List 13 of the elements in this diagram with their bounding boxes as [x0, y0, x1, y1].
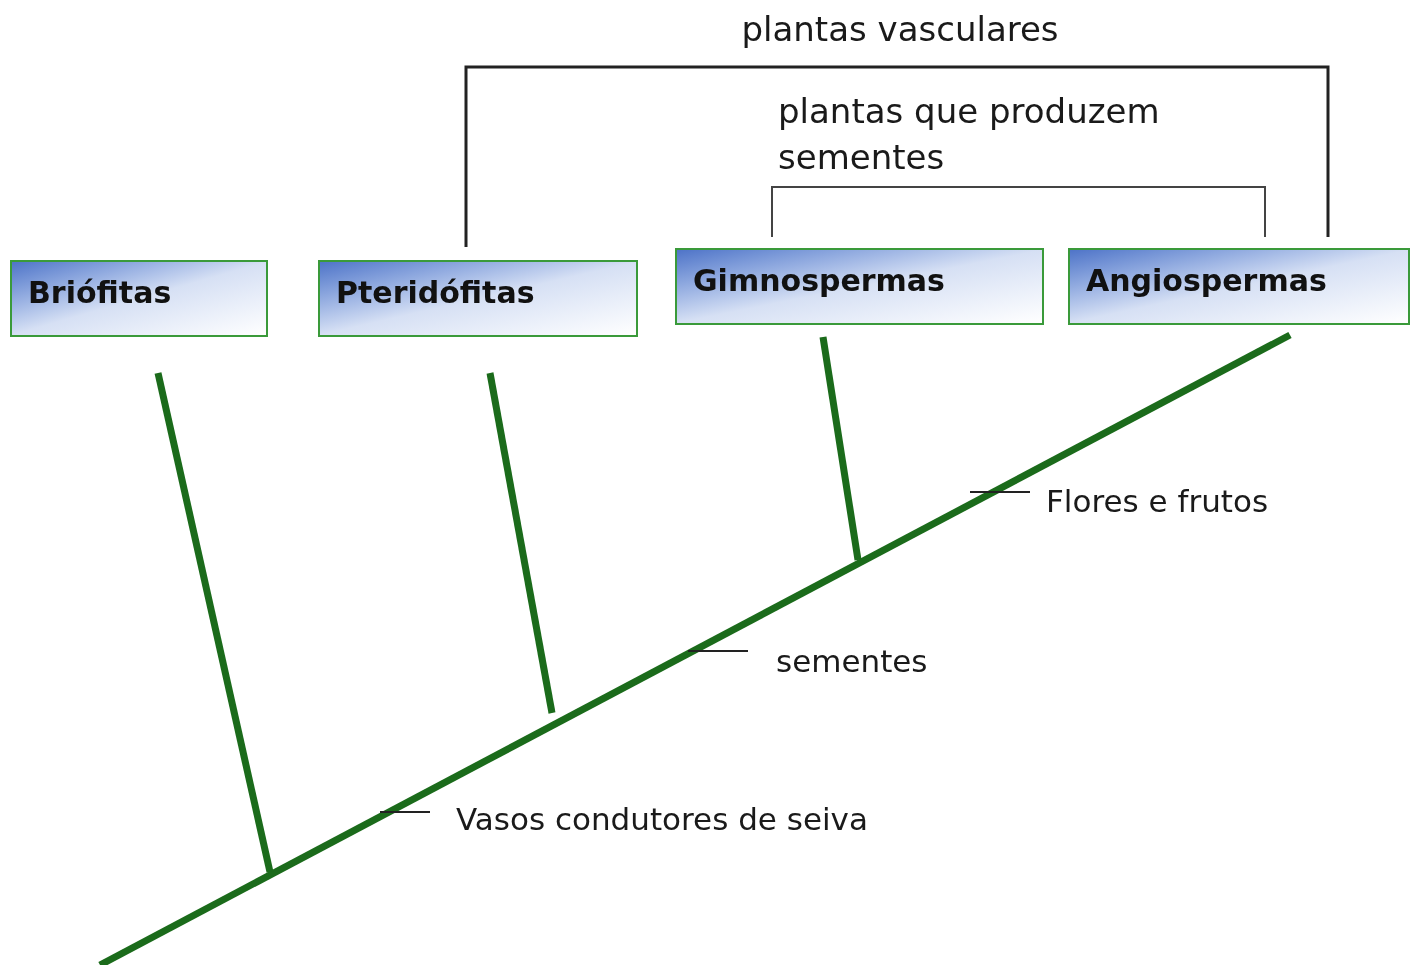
taxon-box	[1068, 248, 1410, 325]
trait-label: plantas que produzem sementes	[778, 90, 1161, 179]
taxon-box	[675, 248, 1044, 325]
trait-label: sementes	[776, 642, 929, 681]
taxon-box	[10, 260, 268, 337]
taxon-name: Briófitas	[28, 274, 173, 312]
trait-label: Flores e frutos	[1046, 482, 1270, 521]
taxon-box	[318, 260, 638, 337]
trait-label: plantas vasculares	[740, 8, 1060, 51]
taxon-name: Gimnospermas	[693, 262, 946, 300]
taxon-name: Pteridófitas	[336, 274, 536, 312]
taxon-name: Angiospermas	[1086, 262, 1328, 300]
trait-label: Vasos condutores de seiva	[456, 800, 869, 839]
